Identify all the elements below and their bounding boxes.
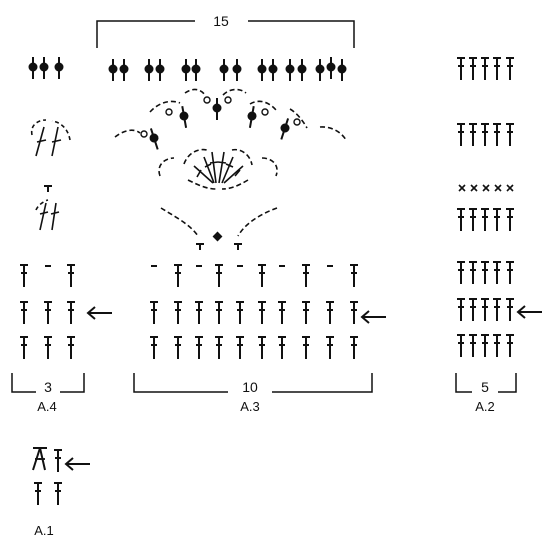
slip-stitch-icon bbox=[212, 231, 223, 242]
a2-sc-row bbox=[458, 184, 514, 192]
a4-bobble-row bbox=[27, 56, 65, 80]
chart-a1: A.1 bbox=[32, 447, 91, 538]
a3-row-1 bbox=[149, 336, 359, 360]
chart-a3: 15 bbox=[96, 13, 387, 414]
a3-label: A.3 bbox=[240, 399, 260, 414]
a2-width-bracket bbox=[455, 373, 472, 393]
a1-label: A.1 bbox=[34, 523, 54, 538]
a2-tr-row-3 bbox=[456, 261, 515, 285]
a2-top-row bbox=[456, 57, 515, 81]
a2-tr-row-2 bbox=[456, 298, 515, 322]
a3-centre-chains bbox=[187, 179, 249, 190]
a4-cluster-mid bbox=[35, 199, 60, 231]
a4-width-bracket bbox=[11, 373, 36, 393]
a3-row-2 bbox=[149, 301, 359, 325]
a3-fan-bobbles bbox=[145, 97, 294, 152]
chart-a2: 5 A.2 bbox=[455, 57, 543, 414]
a3-bobble-row bbox=[107, 56, 348, 82]
a3-picots bbox=[140, 96, 301, 138]
a3-centre-fan bbox=[193, 151, 244, 184]
a3-fan-arcs bbox=[114, 88, 347, 237]
a2-tr-row-5 bbox=[456, 123, 515, 147]
a2-tr-row-1 bbox=[456, 334, 515, 358]
a2-label: A.2 bbox=[475, 399, 495, 414]
chart-a4: 3 A.4 bbox=[11, 56, 113, 414]
a3-row-3 bbox=[150, 264, 359, 288]
a3-top-count: 15 bbox=[213, 13, 229, 29]
a3-width-count: 10 bbox=[242, 379, 258, 395]
a3-top-bracket bbox=[96, 20, 195, 48]
a4-cluster-top bbox=[30, 119, 71, 157]
a2-width-count: 5 bbox=[481, 379, 489, 395]
a4-width-count: 3 bbox=[44, 379, 52, 395]
a4-label: A.4 bbox=[37, 399, 57, 414]
a1-row-2 bbox=[32, 447, 47, 471]
a2-tr-row-4 bbox=[456, 208, 515, 232]
a3-width-bracket bbox=[133, 373, 228, 393]
